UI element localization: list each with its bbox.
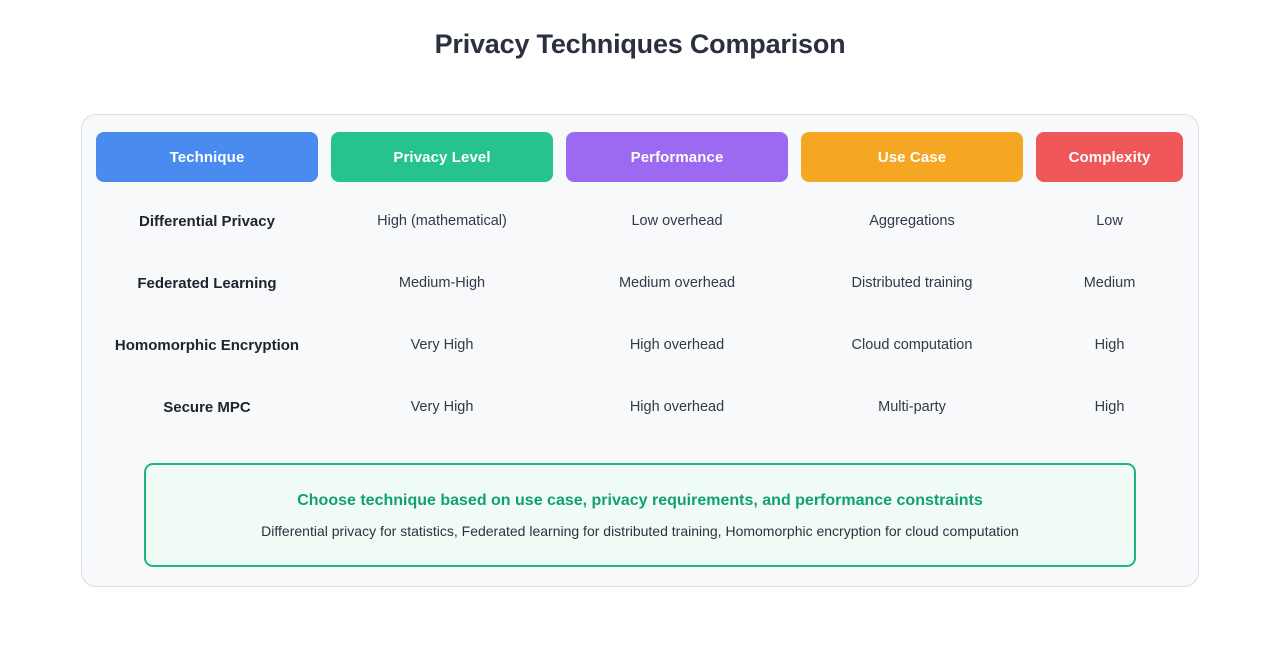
column-header-privacy-level[interactable]: Privacy Level [331,132,553,182]
cell-technique: Federated Learning [137,274,277,292]
cell-performance: High overhead [629,399,725,415]
cell-use-case: Multi-party [878,399,946,415]
column-header-complexity-label: Complexity [1068,148,1151,166]
cell-privacy-level: High (mathematical) [377,213,507,229]
cell-performance: Medium overhead [618,275,736,291]
comparison-table-card: Technique Privacy Level Performance Use … [81,114,1199,587]
table-row: Secure MPC Very High High overhead Multi… [96,376,1186,438]
table-row: Differential Privacy High (mathematical)… [96,190,1186,252]
column-header-technique-label: Technique [169,148,245,166]
cell-privacy-level: Very High [410,399,474,415]
page-title: Privacy Techniques Comparison [434,29,846,59]
cell-privacy-level: Medium-High [398,275,486,291]
table-header-row: Technique Privacy Level Performance Use … [96,132,1186,182]
column-header-complexity[interactable]: Complexity [1036,132,1183,182]
cell-privacy-level: Very High [410,337,474,353]
cell-performance: Low overhead [631,213,723,229]
table-body: Differential Privacy High (mathematical)… [96,190,1186,438]
column-header-privacy-level-label: Privacy Level [393,148,491,166]
column-header-performance-label: Performance [630,148,724,166]
cell-use-case: Distributed training [851,275,973,291]
cell-complexity: High [1094,399,1125,415]
cell-technique: Homomorphic Encryption [114,336,300,354]
table-row: Homomorphic Encryption Very High High ov… [96,314,1186,376]
cell-use-case: Cloud computation [851,337,973,353]
cell-use-case: Aggregations [869,213,955,229]
column-header-use-case[interactable]: Use Case [801,132,1023,182]
column-header-use-case-label: Use Case [877,148,947,166]
column-header-performance[interactable]: Performance [566,132,788,182]
cell-complexity: High [1094,337,1125,353]
recommendation-title: Choose technique based on use case, priv… [297,491,983,509]
recommendation-callout: Choose technique based on use case, priv… [144,463,1136,567]
cell-technique: Secure MPC [163,398,251,416]
cell-complexity: Medium [1083,275,1136,291]
cell-complexity: Low [1096,213,1123,229]
cell-performance: High overhead [629,337,725,353]
table-row: Federated Learning Medium-High Medium ov… [96,252,1186,314]
column-header-technique[interactable]: Technique [96,132,318,182]
recommendation-subtitle: Differential privacy for statistics, Fed… [261,522,1019,539]
cell-technique: Differential Privacy [139,212,275,230]
